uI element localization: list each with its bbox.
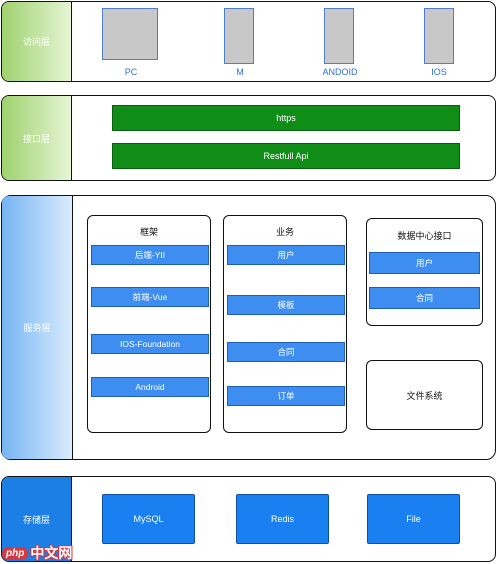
watermark-cn: 中文网 — [30, 545, 73, 561]
data-center-item-user: 用户 — [369, 252, 480, 274]
framework-item-android: Android — [91, 377, 209, 397]
https-bar: https — [112, 105, 460, 131]
file-system-title: 文件系统 — [406, 390, 443, 401]
watermark-php: php — [2, 546, 29, 560]
interface-layer-label: 接口层 — [2, 96, 72, 180]
device-label-pc: PC — [124, 67, 138, 77]
framework-title: 框架 — [139, 227, 158, 237]
ios-device-icon — [424, 8, 454, 64]
file-system-panel: 文件系统 — [366, 360, 483, 430]
restful-api-bar: Restfull Api — [112, 143, 460, 169]
access-layer: 访问层 PC M ANDOID IOS — [1, 1, 496, 82]
access-layer-label: 访问层 — [2, 2, 72, 81]
device-label-ios: IOS — [431, 67, 447, 77]
business-title: 业务 — [275, 227, 294, 237]
framework-item-ios-foundation: IOS-Foundation — [91, 334, 209, 354]
mobile-device-icon — [224, 8, 254, 64]
business-item-contract: 合同 — [227, 342, 345, 362]
business-item-order: 订单 — [227, 386, 345, 406]
data-center-panel: 数据中心接口 用户 合同 — [366, 218, 483, 326]
android-device-icon — [324, 8, 354, 64]
device-label-m: M — [236, 67, 244, 77]
business-panel: 业务 用户 模板 合同 订单 — [223, 215, 347, 433]
service-layer-label: 服务层 — [2, 196, 73, 459]
store-redis: Redis — [236, 494, 329, 544]
business-item-user: 用户 — [227, 245, 345, 265]
watermark-logo: php 中文网 — [2, 543, 72, 563]
framework-item-vue: 前端-Vue — [91, 287, 209, 307]
pc-device-icon — [102, 8, 158, 60]
store-mysql: MySQL — [102, 494, 195, 544]
storage-layer: 存储层 MySQL Redis File — [1, 476, 496, 562]
framework-item-yii: 后端-YII — [91, 245, 209, 265]
service-layer: 服务层 框架 后端-YII 前端-Vue IOS-Foundation Andr… — [1, 195, 496, 460]
device-label-android: ANDOID — [322, 67, 358, 77]
data-center-item-contract: 合同 — [369, 287, 480, 309]
interface-layer: 接口层 https Restfull Api — [1, 95, 496, 181]
framework-panel: 框架 后端-YII 前端-Vue IOS-Foundation Android — [87, 215, 211, 433]
data-center-title: 数据中心接口 — [397, 231, 452, 241]
store-file: File — [367, 494, 460, 544]
business-item-template: 模板 — [227, 295, 345, 315]
